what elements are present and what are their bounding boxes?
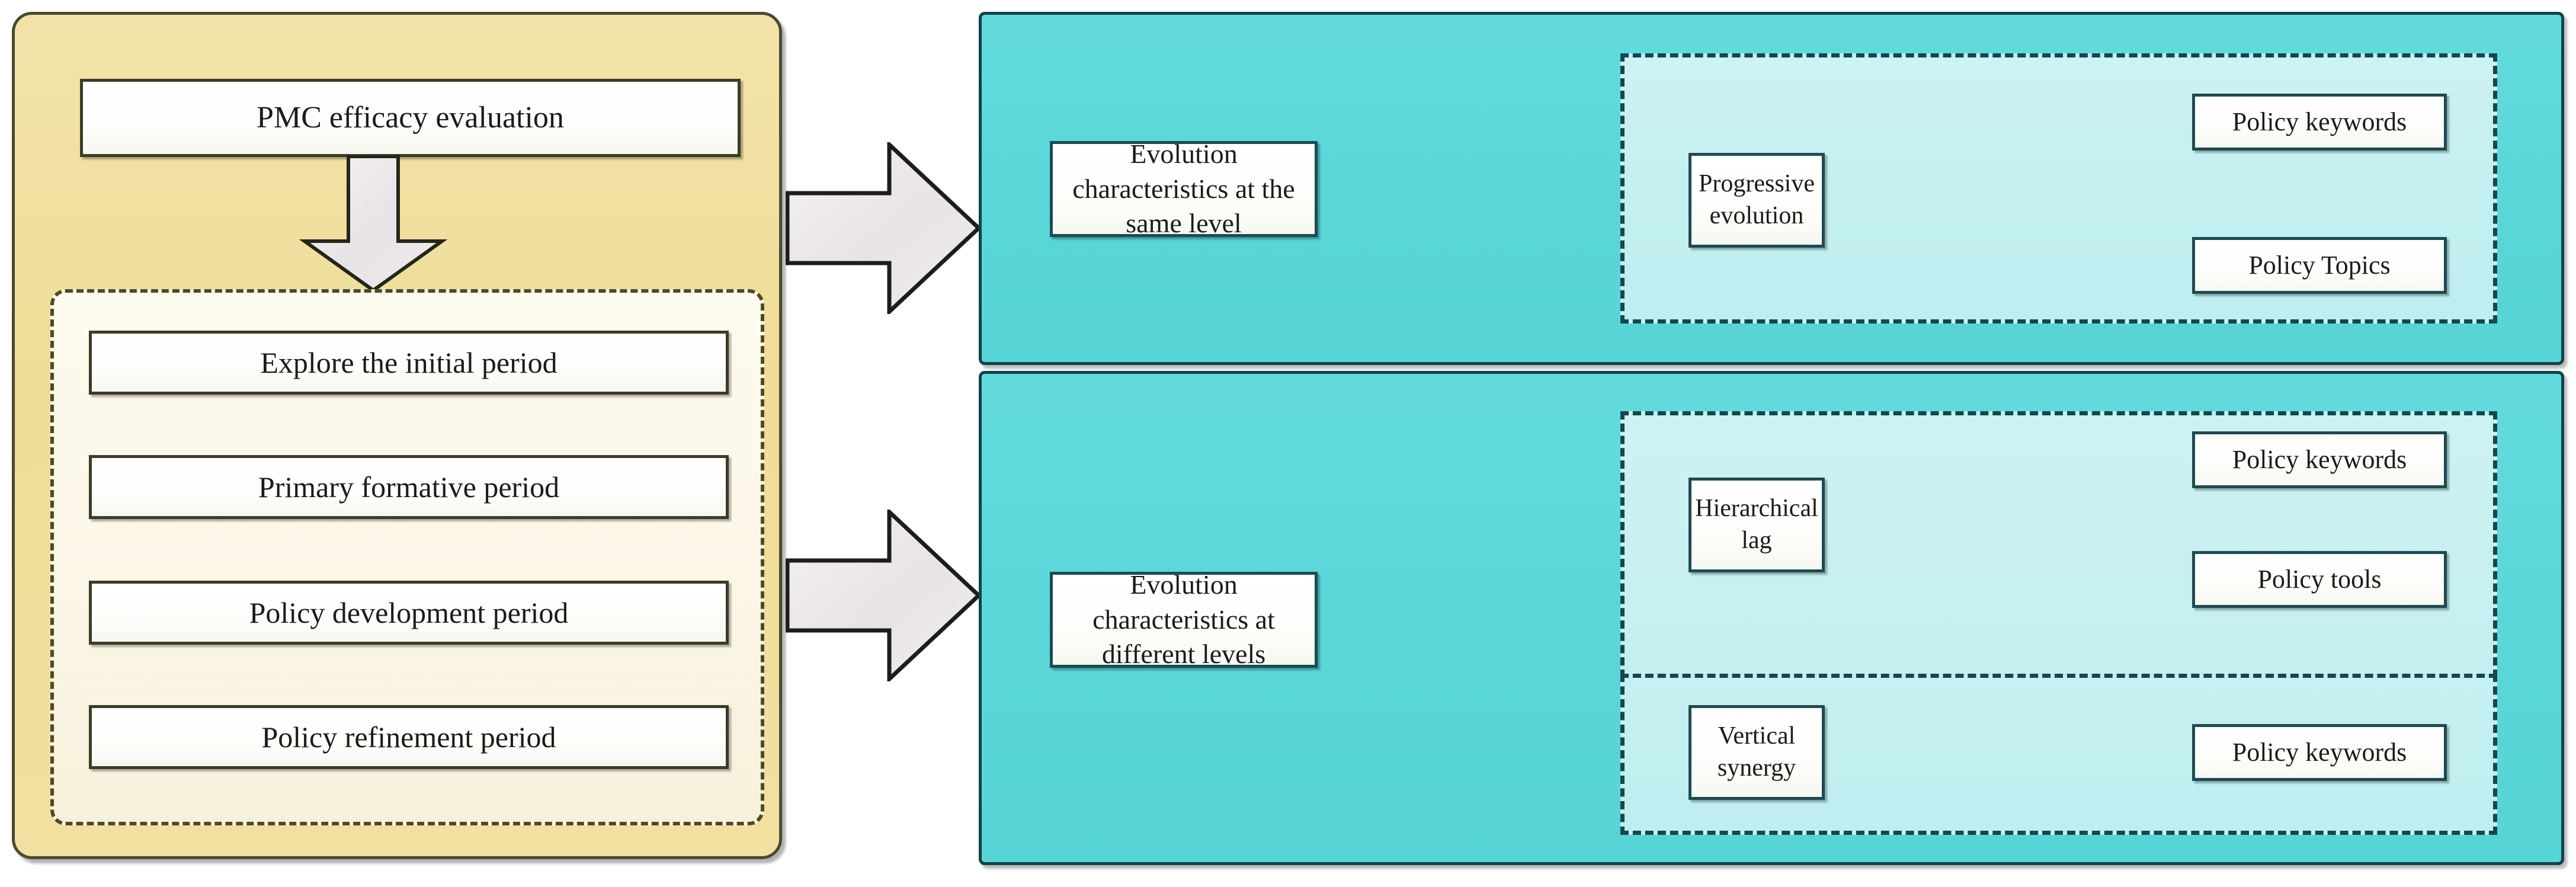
progressive-evolution-box[interactable]: Progressive evolution bbox=[1689, 153, 1825, 248]
policy-keywords-label: Policy keywords bbox=[2232, 107, 2407, 136]
vertical-synergy-label: Vertical synergy bbox=[1717, 722, 1796, 782]
stage-box-primary-formative-period[interactable]: Primary formative period bbox=[89, 455, 729, 519]
down-arrow-icon bbox=[299, 155, 448, 293]
progressive-evolution-label: Progressive evolution bbox=[1699, 170, 1815, 229]
policy-keywords-box-2[interactable]: Policy keywords bbox=[2192, 431, 2447, 488]
arrow-to-different-levels bbox=[786, 510, 981, 681]
arrow-to-same-level bbox=[786, 142, 981, 314]
right-arrow-icon bbox=[786, 510, 981, 681]
stage-box-policy-refinement-period[interactable]: Policy refinement period bbox=[89, 705, 729, 769]
down-arrow bbox=[296, 155, 450, 293]
policy-topics-label: Policy Topics bbox=[2248, 250, 2391, 280]
stage-label: Explore the initial period bbox=[260, 346, 558, 379]
right-arrow-icon bbox=[786, 142, 981, 314]
evolution-same-level-title-box[interactable]: Evolution characteristics at the same le… bbox=[1050, 139, 1318, 238]
hierarchical-lag-box[interactable]: Hierarchical lag bbox=[1689, 478, 1825, 572]
policy-topics-box[interactable]: Policy Topics bbox=[2192, 237, 2447, 294]
evolution-same-level-title-label: Evolution characteristics at the same le… bbox=[1072, 138, 1295, 239]
stage-label: Primary formative period bbox=[258, 470, 560, 504]
policy-keywords-box-1[interactable]: Policy keywords bbox=[2192, 94, 2447, 150]
policy-keywords-box-3[interactable]: Policy keywords bbox=[2192, 724, 2447, 781]
policy-tools-box[interactable]: Policy tools bbox=[2192, 551, 2447, 608]
stage-box-policy-development-period[interactable]: Policy development period bbox=[89, 581, 729, 645]
pmc-efficacy-evaluation-box[interactable]: PMC efficacy evaluation bbox=[80, 79, 741, 157]
policy-keywords-label: Policy keywords bbox=[2232, 444, 2407, 474]
evolution-different-levels-title-box[interactable]: Evolution characteristics at different l… bbox=[1050, 569, 1318, 669]
evolution-different-levels-title-label: Evolution characteristics at different l… bbox=[1092, 569, 1275, 670]
vertical-synergy-box[interactable]: Vertical synergy bbox=[1689, 705, 1825, 800]
policy-tools-label: Policy tools bbox=[2257, 564, 2382, 594]
policy-keywords-label: Policy keywords bbox=[2232, 737, 2407, 767]
stage-label: Policy refinement period bbox=[261, 721, 556, 754]
pmc-efficacy-evaluation-label: PMC efficacy evaluation bbox=[257, 100, 564, 135]
stage-box-explore-initial-period[interactable]: Explore the initial period bbox=[89, 331, 729, 395]
stage-label: Policy development period bbox=[249, 596, 569, 629]
hierarchical-lag-label: Hierarchical lag bbox=[1695, 495, 1818, 554]
